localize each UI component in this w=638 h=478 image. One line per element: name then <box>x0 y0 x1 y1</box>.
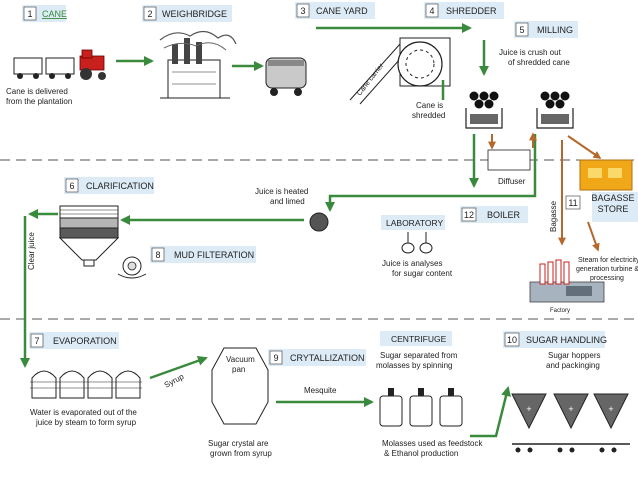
stage-title: EVAPORATION <box>53 336 117 346</box>
evaporator-icon <box>30 370 142 399</box>
stage-label-weighbridge: 2 WEIGHBRIDGE <box>142 5 232 22</box>
arrow-mill-to-heater <box>325 134 537 212</box>
svg-text:LABORATORY: LABORATORY <box>386 218 443 228</box>
arrow-centrifuge-to-hoppers <box>470 386 511 438</box>
caption-bagasse: Bagasse <box>549 200 558 232</box>
svg-text:CENTRIFUGE: CENTRIFUGE <box>391 334 447 344</box>
caption-sugar-crystal: Sugar crystal are grown from syrup <box>208 439 272 458</box>
mill-unit-icon <box>465 91 503 129</box>
stage-label-evaporation: 7 EVAPORATION <box>29 332 119 349</box>
cane-carrier-icon: Cane carrier <box>349 43 409 105</box>
railcar-icon <box>512 443 630 453</box>
stage-number: 4 <box>429 6 434 16</box>
sugar-hopper-icon: + + + <box>511 393 629 430</box>
bagasse-store-icon <box>579 159 633 191</box>
stage-label-crystallization: 9 CRYTALLIZATION <box>268 349 366 366</box>
tanker-truck-icon <box>265 57 307 96</box>
shredder-drum-icon <box>397 37 451 87</box>
caption-cane-delivered: Cane is delivered from the plantation <box>6 87 72 106</box>
stage-number: 5 <box>519 25 524 35</box>
stage-title: SHREDDER <box>446 6 497 16</box>
laboratory-label: LABORATORY <box>381 215 445 230</box>
centrifuge-icon <box>379 388 463 427</box>
caption-juice-heated: Juice is heated and limed <box>255 187 311 206</box>
stage-title: MUD FILTERATION <box>174 250 254 260</box>
stage-title: CRYTALLIZATION <box>290 353 365 363</box>
flow-arrows <box>20 23 537 438</box>
stage-title: MILLING <box>537 25 573 35</box>
stage-label-bagasse-store: 11 BAGASSE STORE <box>565 192 638 222</box>
centrifuge-label: CENTRIFUGE <box>380 331 452 346</box>
mill-unit-icon <box>536 91 574 129</box>
tractor-icon <box>79 49 106 80</box>
stage-number: 12 <box>464 210 474 220</box>
caption-mesquite: Mesquite <box>304 386 337 395</box>
stage-number: 1 <box>27 9 32 19</box>
stage-number: 7 <box>34 336 39 346</box>
stage-label-shredder: 4 SHREDDER <box>424 2 504 19</box>
stage-title: BOILER <box>487 210 521 220</box>
svg-text:+: + <box>526 404 531 414</box>
stage-label-cane-yard: 3 CANE YARD <box>295 2 375 19</box>
stage-number: 8 <box>155 250 160 260</box>
stage-label-boiler: 12 BOILER <box>460 206 528 223</box>
stage-label-sugar-handling: 10 SUGAR HANDLING <box>503 331 607 348</box>
diffuser-box: Diffuser <box>487 149 531 186</box>
clarifier-tank-icon <box>58 205 120 267</box>
caption-steam-electricity: Steam for electricity generation turbine… <box>576 257 638 282</box>
svg-text:Diffuser: Diffuser <box>498 177 526 186</box>
juice-heater-icon <box>309 212 329 232</box>
stage-number: 6 <box>69 181 74 191</box>
stage-label-clarification: 6 CLARIFICATION <box>64 177 154 194</box>
stage-label-cane: 1 CANE <box>22 5 67 22</box>
caption-cane-shredded: Cane is shredded <box>412 101 445 120</box>
stage-label-milling: 5 MILLING <box>514 21 578 38</box>
bagasse-arrows <box>488 132 602 252</box>
caption-molasses: Molasses used as feedstock & Ethanol pro… <box>382 439 485 458</box>
caption-sugar-separated: Sugar separated from molasses by spinnin… <box>376 351 460 370</box>
caption-water-evaporated: Water is evaporated out of the juice by … <box>30 408 139 427</box>
svg-text:+: + <box>568 404 573 414</box>
vacuum-pan-icon <box>211 347 269 425</box>
cane-truck-icon <box>13 57 75 79</box>
stage-number: 9 <box>273 353 278 363</box>
stage-title: BAGASSE STORE <box>591 193 635 214</box>
factory-sketch-icon <box>159 30 237 99</box>
mud-filter-icon <box>117 256 147 279</box>
caption-juice-analysed: Juice is analyses for sugar content <box>382 259 453 278</box>
power-factory-icon: Factory <box>529 259 605 314</box>
caption-juice-crushed: Juice is crush out of shredded cane <box>499 48 570 67</box>
stage-number: 10 <box>507 335 517 345</box>
stage-title: WEIGHBRIDGE <box>162 9 227 19</box>
stage-title: CANE <box>42 9 67 19</box>
caption-clear-juice: Clear juice <box>27 232 36 270</box>
stage-title: CLARIFICATION <box>86 181 154 191</box>
stage-number: 3 <box>300 6 305 16</box>
stage-label-mud-filteration: 8 MUD FILTERATION <box>150 246 256 263</box>
stage-title: SUGAR HANDLING <box>526 335 607 345</box>
caption-syrup: Syrup <box>163 372 186 390</box>
svg-text:Factory: Factory <box>550 308 570 314</box>
caption-vacuum-pan: Vacuum pan <box>226 355 257 374</box>
svg-text:+: + <box>608 404 613 414</box>
lab-flask-icon <box>401 232 433 254</box>
arrow-syrup <box>149 355 208 380</box>
stage-number: 2 <box>147 9 152 19</box>
caption-sugar-hoppers: Sugar hoppers and packinging <box>546 351 603 370</box>
stage-number: 11 <box>568 198 577 208</box>
stage-title: CANE YARD <box>316 6 368 16</box>
